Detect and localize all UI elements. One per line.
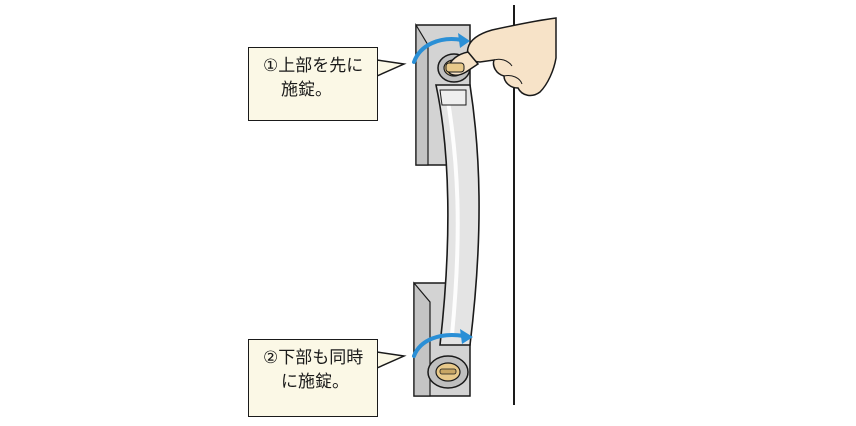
callout-bottom-tail <box>376 351 407 370</box>
handle-bar <box>435 84 480 346</box>
callout-bottom-line1: ②下部も同時 <box>263 348 364 368</box>
lower-cylinder <box>427 355 469 389</box>
callout-lock-lower: ②下部も同時 に施錠。 <box>248 339 378 417</box>
hand-turning-key-icon <box>445 17 557 97</box>
callout-top-line2: 施錠。 <box>281 80 332 100</box>
callout-top-tail <box>376 59 407 78</box>
curved-arrow-right-icon <box>412 33 470 64</box>
curved-arrow-right-icon <box>412 329 473 358</box>
callout-bottom-line2: に施錠。 <box>281 372 349 392</box>
callout-top-line1: ①上部を先に <box>263 56 364 76</box>
callout-lock-upper: ①上部を先に 施錠。 <box>248 47 378 121</box>
